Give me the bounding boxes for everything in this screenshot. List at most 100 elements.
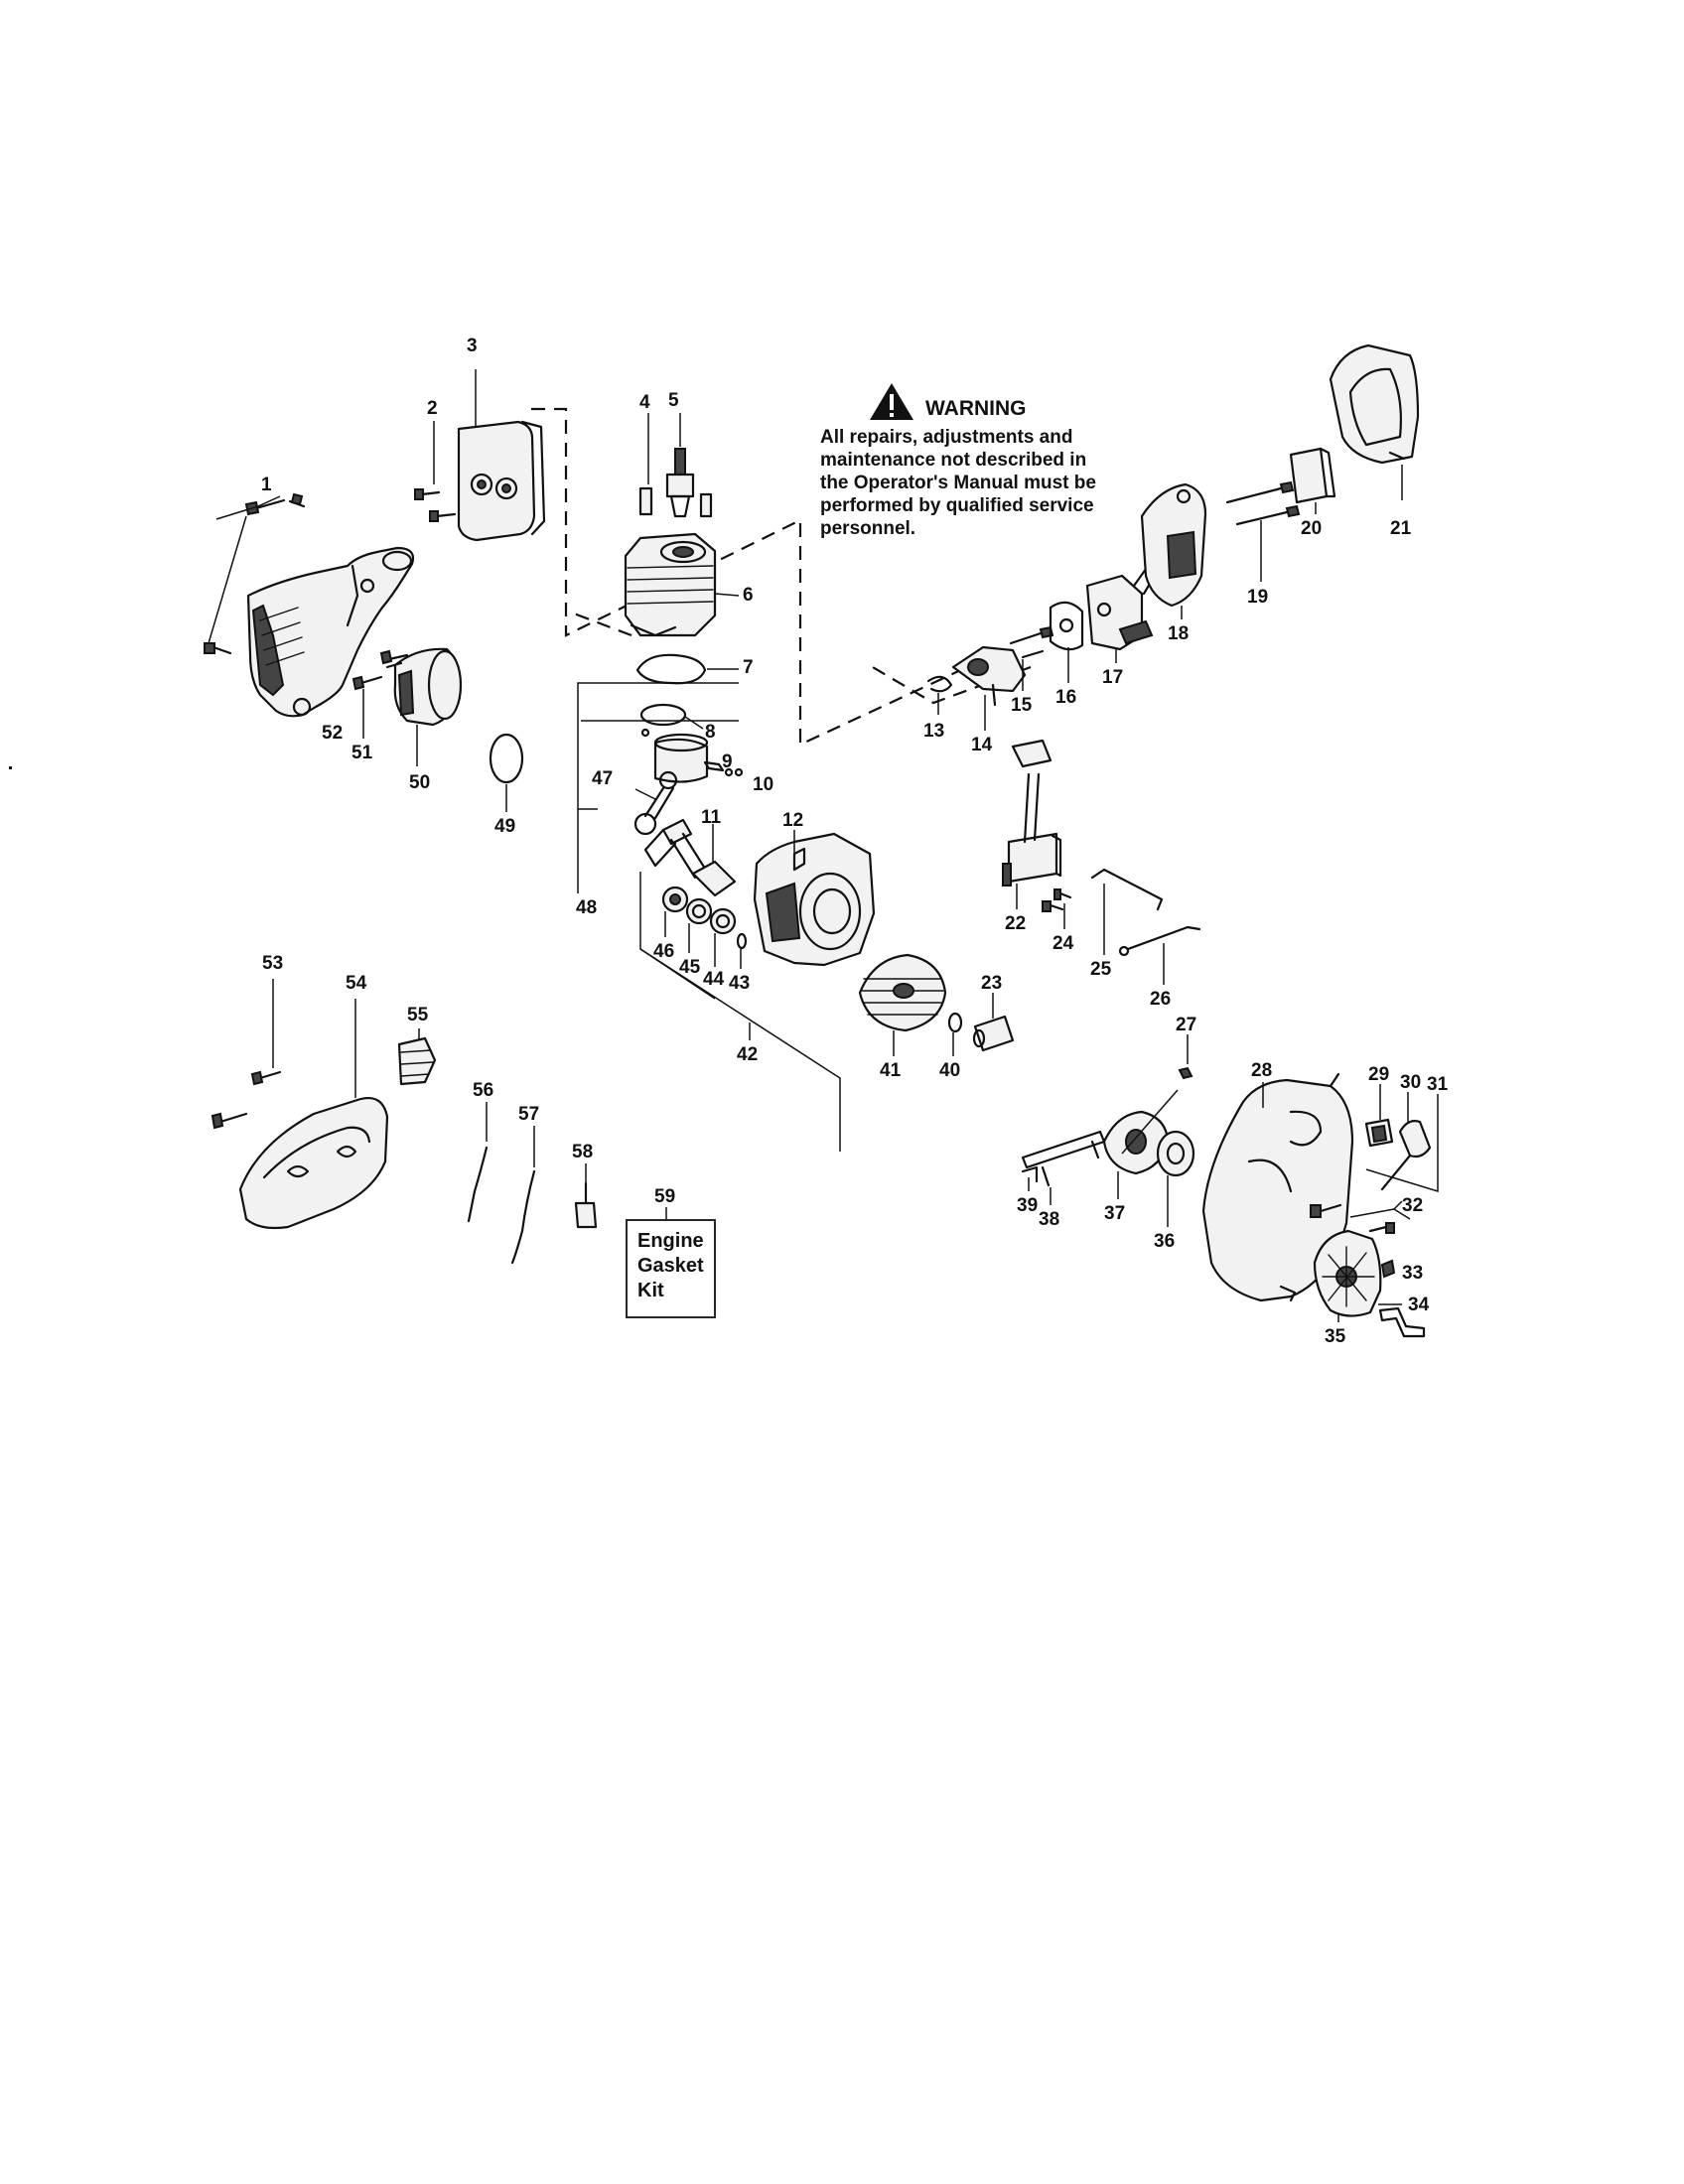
warning-line-2: maintenance not described in	[820, 450, 1086, 471]
part-label-58: 58	[572, 1142, 593, 1162]
part-7-gasket	[635, 653, 739, 685]
part-label-19: 19	[1247, 587, 1268, 608]
engine-gasket-kit: 59 Engine Gasket Kit	[626, 1186, 716, 1318]
part-25-wire	[1090, 868, 1164, 955]
part-label-47: 47	[592, 768, 613, 789]
part-50-filter-housing	[385, 647, 463, 766]
part-label-59: 59	[654, 1186, 675, 1207]
stray-mark	[9, 766, 12, 769]
part-label-14: 14	[971, 735, 993, 755]
part-8-ring	[639, 703, 704, 738]
part-label-52: 52	[322, 723, 343, 744]
part-label-51: 51	[351, 743, 373, 763]
part-22-ignition-module	[1002, 739, 1062, 909]
part-label-1: 1	[261, 475, 272, 495]
part-54-fuel-tank	[238, 999, 389, 1230]
part-53-screws	[210, 979, 282, 1130]
part-label-45: 45	[679, 957, 701, 978]
part-label-9: 9	[722, 751, 733, 772]
part-label-24: 24	[1052, 933, 1074, 954]
part-51-screws	[351, 649, 409, 739]
part-label-16: 16	[1055, 687, 1076, 708]
part-23-spacer	[972, 993, 1015, 1052]
part-4-screws	[638, 413, 713, 518]
part-label-49: 49	[494, 816, 515, 837]
warning-line-4: performed by qualified service	[820, 495, 1094, 516]
part-label-15: 15	[1011, 695, 1033, 716]
part-label-53: 53	[262, 953, 283, 974]
kit-line-1: Engine	[637, 1230, 704, 1252]
part-13-clip	[926, 675, 953, 715]
part-46-seal	[661, 886, 689, 937]
part-26-wire	[1118, 925, 1201, 985]
part-label-35: 35	[1325, 1326, 1346, 1347]
part-label-33: 33	[1402, 1263, 1423, 1284]
part-29-switch	[1364, 1084, 1394, 1148]
part-44-bearing	[709, 907, 737, 967]
part-35-recoil-starter	[1279, 1229, 1382, 1322]
part-3-muffler-cover	[457, 369, 546, 542]
part-16-gasket	[1049, 601, 1084, 683]
part-label-41: 41	[880, 1060, 902, 1081]
part-label-10: 10	[753, 774, 773, 795]
part-label-40: 40	[939, 1060, 960, 1081]
part-label-44: 44	[703, 969, 725, 990]
part-label-32: 32	[1402, 1195, 1423, 1216]
part-14-intake	[951, 645, 1027, 731]
part-55-fuel-cap	[397, 1028, 437, 1086]
part-31-rope	[1365, 1094, 1439, 1193]
part-32-screws	[1310, 1200, 1411, 1234]
part-2-screws	[414, 421, 457, 522]
part-11-crankshaft	[643, 818, 737, 897]
part-label-36: 36	[1154, 1231, 1175, 1252]
part-18-air-filter-base	[1140, 482, 1207, 619]
part-label-8: 8	[705, 722, 716, 743]
part-label-13: 13	[923, 721, 944, 742]
part-43-keyring	[736, 932, 748, 969]
part-label-12: 12	[782, 810, 803, 831]
part-38-39-bracket	[1021, 1130, 1106, 1205]
part-label-43: 43	[729, 973, 750, 994]
part-label-20: 20	[1301, 518, 1322, 539]
warning-line-3: the Operator's Manual must be	[820, 473, 1096, 493]
part-label-48: 48	[576, 897, 597, 918]
warning-line-5: personnel.	[820, 518, 915, 539]
part-30-starter-handle	[1380, 1092, 1432, 1191]
part-label-38: 38	[1039, 1209, 1059, 1230]
part-58-fuel-filter	[574, 1163, 598, 1229]
kit-line-3: Kit	[637, 1280, 664, 1301]
kit-box-border	[626, 1219, 716, 1318]
part-label-27: 27	[1176, 1015, 1196, 1035]
part-49-o-ring	[489, 733, 524, 812]
part-45-bearing	[685, 897, 713, 953]
part-label-54: 54	[346, 973, 367, 994]
part-17-carburetor	[1085, 556, 1164, 663]
part-36-pulley	[1156, 1130, 1195, 1227]
part-label-30: 30	[1400, 1072, 1421, 1093]
part-37-clutch-drum	[1102, 1089, 1179, 1199]
part-label-17: 17	[1102, 667, 1123, 688]
part-label-29: 29	[1368, 1064, 1389, 1085]
part-label-5: 5	[668, 390, 679, 411]
part-57-fuel-line	[510, 1126, 536, 1265]
part-6-cylinder	[624, 532, 740, 637]
part-47-connecting-rod	[633, 770, 678, 836]
part-label-7: 7	[743, 657, 754, 678]
kit-line-2: Gasket	[637, 1255, 704, 1277]
part-label-46: 46	[653, 941, 674, 962]
part-56-fuel-line	[467, 1102, 489, 1223]
part-12-crankcase	[753, 830, 876, 967]
part-label-23: 23	[981, 973, 1002, 994]
part-label-4: 4	[639, 392, 650, 413]
part-34-pawl	[1378, 1303, 1426, 1338]
part-label-3: 3	[467, 336, 478, 356]
part-label-21: 21	[1390, 518, 1412, 539]
part-label-11: 11	[701, 807, 722, 828]
warning-title: WARNING	[925, 397, 1027, 420]
warning-notice: WARNING All repairs, adjustments and mai…	[820, 383, 1096, 539]
warning-triangle-icon	[870, 383, 913, 420]
part-label-39: 39	[1017, 1195, 1038, 1216]
part-24-screws	[1042, 888, 1072, 929]
part-label-6: 6	[743, 585, 754, 606]
